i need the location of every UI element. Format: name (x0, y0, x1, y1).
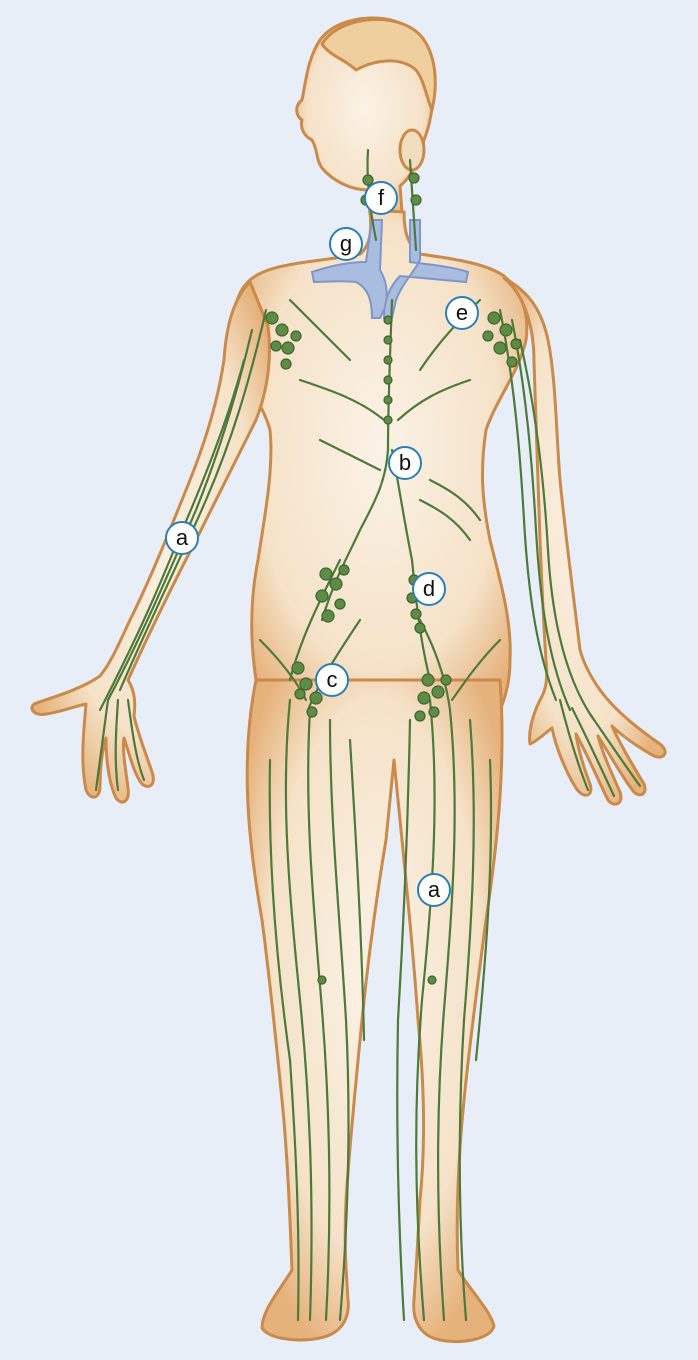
label-a-leg: a (417, 873, 451, 907)
label-c: c (315, 663, 349, 697)
label-a-arm: a (165, 521, 199, 555)
arm-viewer-right (504, 278, 665, 804)
arm-viewer-left (32, 282, 270, 802)
label-e: e (445, 296, 479, 330)
ear (400, 130, 424, 170)
label-b: b (388, 446, 422, 480)
label-d: d (412, 572, 446, 606)
label-f: f (364, 181, 398, 215)
label-g: g (329, 227, 363, 261)
